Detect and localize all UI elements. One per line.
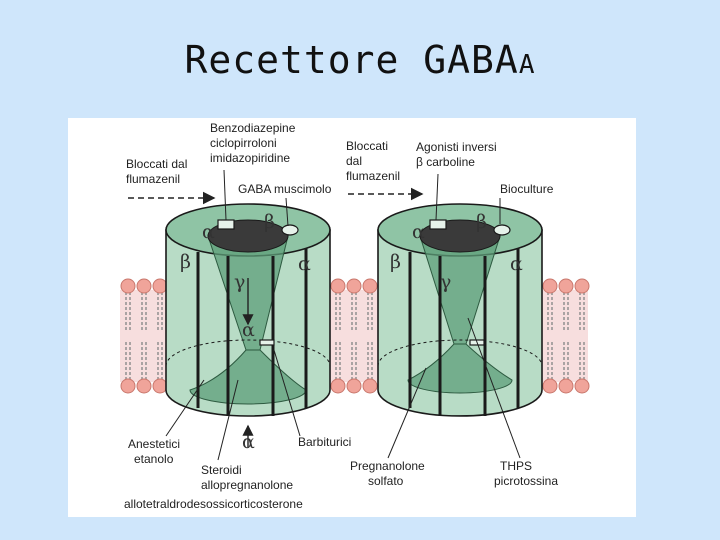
lipid-head xyxy=(136,378,152,394)
receptor-left-beta-top: β xyxy=(264,211,275,233)
leader-agonisti xyxy=(435,173,439,221)
leader-barbiturici xyxy=(273,349,301,437)
lipid-head xyxy=(558,378,574,394)
label-barbiturici: Barbiturici xyxy=(298,435,351,449)
receptor-right-alpha-side: α xyxy=(510,253,523,275)
receptor-left-gamma: γ xyxy=(234,271,245,293)
lipid-head xyxy=(120,278,136,294)
receptor-left: α β β α γ α α xyxy=(165,203,331,453)
label-thps-1: THPS xyxy=(500,459,532,473)
receptor-right-site-oval xyxy=(493,224,511,236)
leader-steroidi xyxy=(217,379,239,461)
receptor-left-beta-side: β xyxy=(180,251,191,273)
lipid-head xyxy=(542,378,558,394)
lipid-tail xyxy=(157,292,163,330)
lipid-tail xyxy=(579,342,585,380)
lipid-tail xyxy=(157,342,163,380)
leader-thps xyxy=(467,317,521,459)
label-bloccati-right-2: dal xyxy=(346,154,362,168)
label-steroidi-1: Steroidi xyxy=(201,463,242,477)
lipid-head xyxy=(152,378,168,394)
receptor-right: α β β α γ xyxy=(377,203,543,417)
receptor-left-alpha-bottom: α xyxy=(242,431,255,453)
receptor-left-membrane-dash xyxy=(165,339,331,367)
leader-benzo xyxy=(223,169,227,221)
label-bloccati-left-2: flumazenil xyxy=(126,172,180,186)
label-thps-2: picrotossina xyxy=(494,474,558,488)
label-gaba: GABA muscimolo xyxy=(238,182,332,196)
lipid-head xyxy=(136,278,152,294)
lipid-tail xyxy=(579,292,585,330)
receptor-right-beta-top: β xyxy=(476,211,487,233)
lipid-tail xyxy=(125,342,131,380)
lipid-head xyxy=(330,378,346,394)
receptor-left-alpha-top: α xyxy=(202,221,215,243)
lipid-head xyxy=(330,278,346,294)
lipid-head xyxy=(558,278,574,294)
leader-pregnanolone xyxy=(387,367,427,459)
receptor-left-alpha-inner: α xyxy=(242,319,255,341)
lipid-head xyxy=(346,278,362,294)
label-anestetici-1: Anestetici xyxy=(128,437,180,451)
lipid-tail xyxy=(125,292,131,330)
label-agonisti-1: Agonisti inversi xyxy=(416,140,497,154)
lipid-head xyxy=(574,278,590,294)
lipid-tail xyxy=(563,342,569,380)
label-bioculture: Bioculture xyxy=(500,182,554,196)
lipid-tail xyxy=(351,342,357,380)
lipid-head xyxy=(574,378,590,394)
lipid-tail xyxy=(335,292,341,330)
label-bloccati-right-1: Bloccati xyxy=(346,139,388,153)
label-steroidi-2: allopregnanolone xyxy=(201,478,293,492)
membrane-band xyxy=(542,290,588,382)
label-benzo-1: Benzodiazepine xyxy=(210,121,296,135)
receptor-left-alpha-side: α xyxy=(298,253,311,275)
title-subscript: A xyxy=(518,50,536,80)
membrane-bilayer xyxy=(120,278,590,394)
receptor-left-site-oval xyxy=(281,224,299,236)
lipid-head xyxy=(542,278,558,294)
receptor-right-beta-side: β xyxy=(390,251,401,273)
lipid-tail xyxy=(547,342,553,380)
slide-title: Recettore GABAA xyxy=(0,38,720,82)
receptor-left-clip xyxy=(259,339,275,346)
title-main: Recettore GABA xyxy=(184,38,519,82)
lipid-tail xyxy=(563,292,569,330)
label-bloccati-left-1: Bloccati dal xyxy=(126,157,187,171)
lipid-head xyxy=(152,278,168,294)
label-pregnanolone-1: Pregnanolone xyxy=(350,459,425,473)
gaba-receptor-figure: α β β α γ α α α β β α γ xyxy=(68,118,636,517)
lipid-tail xyxy=(367,292,373,330)
label-pregnanolone-2: solfato xyxy=(368,474,404,488)
receptor-left-site-rect xyxy=(217,219,235,230)
lipid-head xyxy=(346,378,362,394)
receptor-diagram: α β β α γ α α α β β α γ xyxy=(120,121,590,511)
membrane-band xyxy=(330,290,378,382)
leader-anestetici xyxy=(165,379,205,437)
lipid-tail xyxy=(141,342,147,380)
lipid-head xyxy=(362,378,378,394)
lipid-tail xyxy=(141,292,147,330)
membrane-band xyxy=(120,290,166,382)
label-anestetici-2: etanolo xyxy=(134,452,174,466)
receptor-right-alpha-top: α xyxy=(412,221,425,243)
receptor-right-site-rect xyxy=(429,219,447,230)
label-benzo-2: ciclopirroloni xyxy=(210,136,277,150)
lipid-head xyxy=(362,278,378,294)
lipid-tail xyxy=(367,342,373,380)
leader-lines xyxy=(165,169,521,461)
receptor-right-membrane-dash xyxy=(377,339,543,367)
lipid-tail xyxy=(547,292,553,330)
label-bloccati-right-3: flumazenil xyxy=(346,169,400,183)
receptor-right-gamma: γ xyxy=(440,271,451,293)
lipid-tail xyxy=(335,342,341,380)
label-benzo-3: imidazopiridine xyxy=(210,151,290,165)
label-steroidi-3: allotetraldrodesossicorticosterone xyxy=(124,497,303,511)
leader-gaba xyxy=(285,197,289,227)
label-agonisti-2: β carboline xyxy=(416,155,475,169)
lipid-tail xyxy=(351,292,357,330)
lipid-head xyxy=(120,378,136,394)
